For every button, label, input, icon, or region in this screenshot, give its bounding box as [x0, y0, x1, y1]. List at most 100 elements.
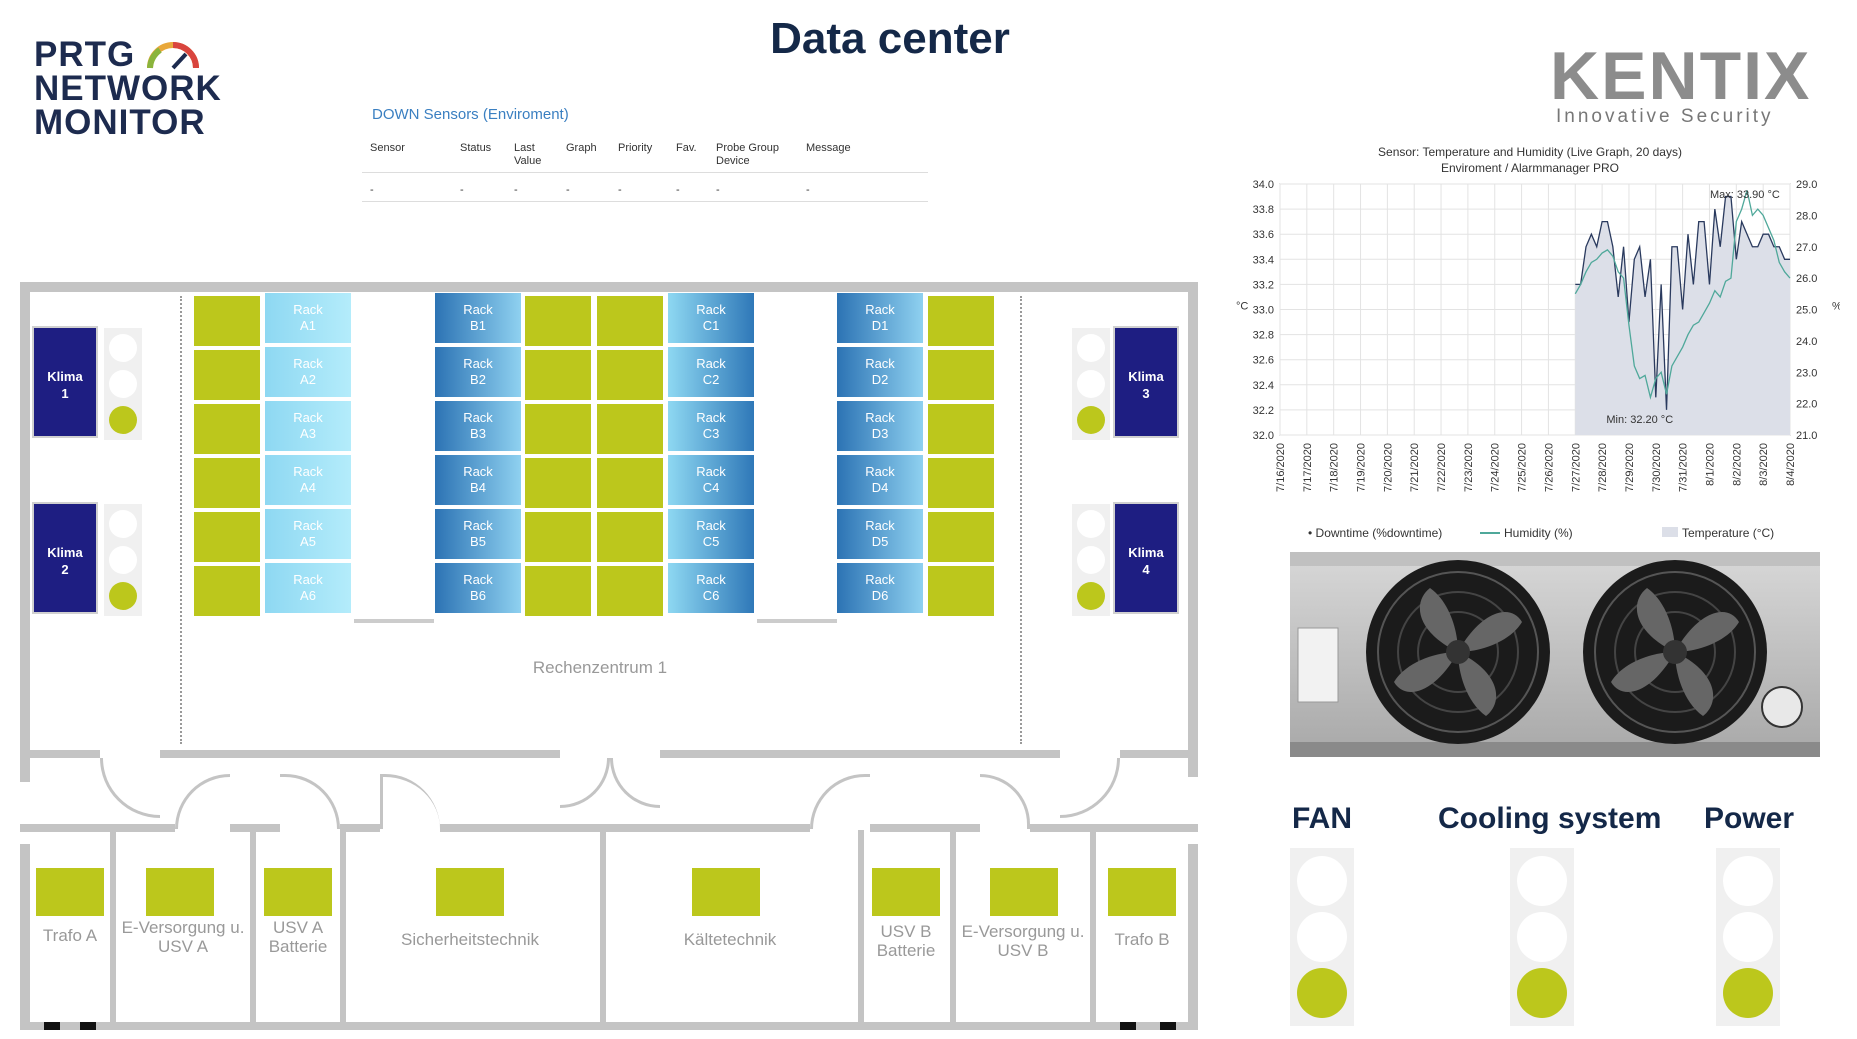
rack-label-part: A3 — [300, 426, 316, 441]
y-tick-left: 33.2 — [1253, 279, 1274, 291]
dashed-line — [180, 296, 182, 744]
legend-temperature-swatch — [1662, 527, 1678, 537]
room-kaeltetechnik[interactable]: Kältetechnik — [683, 930, 777, 949]
green-tile — [928, 566, 994, 616]
x-tick: 8/1/2020 — [1704, 443, 1716, 486]
green-tile — [597, 566, 663, 616]
room-usv-a-batterie[interactable]: USV A Batterie — [268, 918, 328, 956]
room-sicherheitstechnik[interactable]: Sicherheitstechnik — [401, 930, 539, 949]
klima-label-part: Klima — [47, 545, 83, 560]
table-cell: - — [676, 184, 680, 196]
x-tick: 7/19/2020 — [1356, 443, 1368, 492]
room-trafo-b[interactable]: Trafo B — [1114, 930, 1170, 949]
y-tick-right: 25.0 — [1796, 305, 1817, 317]
status-lamp — [1077, 370, 1105, 398]
column-header-sensor[interactable]: Sensor — [370, 142, 405, 154]
green-tile — [928, 458, 994, 508]
column-header-last-value[interactable]: Last Value — [514, 142, 542, 167]
gauge-icon — [147, 42, 199, 70]
rack-label-part: A1 — [300, 318, 316, 333]
y-tick-left: 32.6 — [1253, 355, 1274, 367]
column-header-message[interactable]: Message — [806, 142, 851, 154]
column-header-probe-group-device[interactable]: Probe Group Device — [716, 142, 779, 167]
fan-status-light[interactable] — [1290, 848, 1354, 1026]
green-tile — [597, 350, 663, 400]
kentix-logo: KENTIX Innovative Security — [1550, 40, 1810, 130]
y-tick-left: 33.8 — [1253, 204, 1274, 216]
cooling-system-status-light[interactable] — [1510, 848, 1574, 1026]
klima-3-status-light — [1072, 328, 1110, 440]
y-tick-right: 27.0 — [1796, 242, 1817, 254]
temperature-humidity-chart[interactable]: Sensor: Temperature and Humidity (Live G… — [1220, 140, 1840, 540]
y-tick-right: 22.0 — [1796, 399, 1817, 411]
y-tick-left: 32.8 — [1253, 330, 1274, 342]
door — [560, 758, 610, 808]
door — [380, 774, 440, 829]
power-status-light[interactable] — [1716, 848, 1780, 1026]
green-tile — [1108, 868, 1176, 916]
rack-label-part: A4 — [300, 480, 316, 495]
door — [175, 774, 230, 829]
legend-humidity: Humidity (%) — [1504, 526, 1573, 540]
hall-label: Rechenzentrum 1 — [532, 658, 668, 677]
room-e-versorgung-usv-b[interactable]: E-Versorgung u. USV B — [961, 922, 1085, 960]
rack-label-part: Rack — [463, 572, 493, 587]
table-cell: - — [806, 184, 810, 196]
humidity-line — [1574, 190, 1791, 400]
x-tick: 7/23/2020 — [1463, 443, 1475, 492]
wall — [250, 830, 256, 1022]
wall — [1030, 824, 1198, 832]
column-header-status[interactable]: Status — [460, 142, 492, 154]
green-tile — [597, 296, 663, 346]
room-e-versorgung-usv-a[interactable]: E-Versorgung u. USV A — [121, 918, 245, 956]
rack-label-part: Rack — [696, 302, 726, 317]
room-usv-b-batterie[interactable]: USV B Batterie — [876, 922, 936, 960]
rack-label-part: Rack — [696, 572, 726, 587]
rack-label-part: C1 — [702, 318, 720, 333]
klima-label-part: Klima — [1128, 369, 1164, 384]
y-tick-left: 33.6 — [1253, 229, 1274, 241]
rack-label-part: B6 — [470, 588, 486, 603]
rack-label-part: B5 — [470, 534, 486, 549]
temperature-line — [1575, 195, 1790, 410]
column-header-fav[interactable]: Fav. — [676, 142, 697, 154]
x-tick: 7/31/2020 — [1678, 443, 1690, 492]
fan-icon-right — [1583, 560, 1767, 744]
room-trafo-a[interactable]: Trafo A — [42, 926, 98, 945]
column-header-graph[interactable]: Graph — [566, 142, 597, 154]
green-tile — [194, 566, 260, 616]
rack-label-part: D1 — [871, 318, 889, 333]
y-tick-left: 32.4 — [1253, 380, 1274, 392]
rack-label-part: Rack — [293, 410, 323, 425]
green-tile — [525, 296, 591, 346]
column-header-priority[interactable]: Priority — [618, 142, 653, 154]
